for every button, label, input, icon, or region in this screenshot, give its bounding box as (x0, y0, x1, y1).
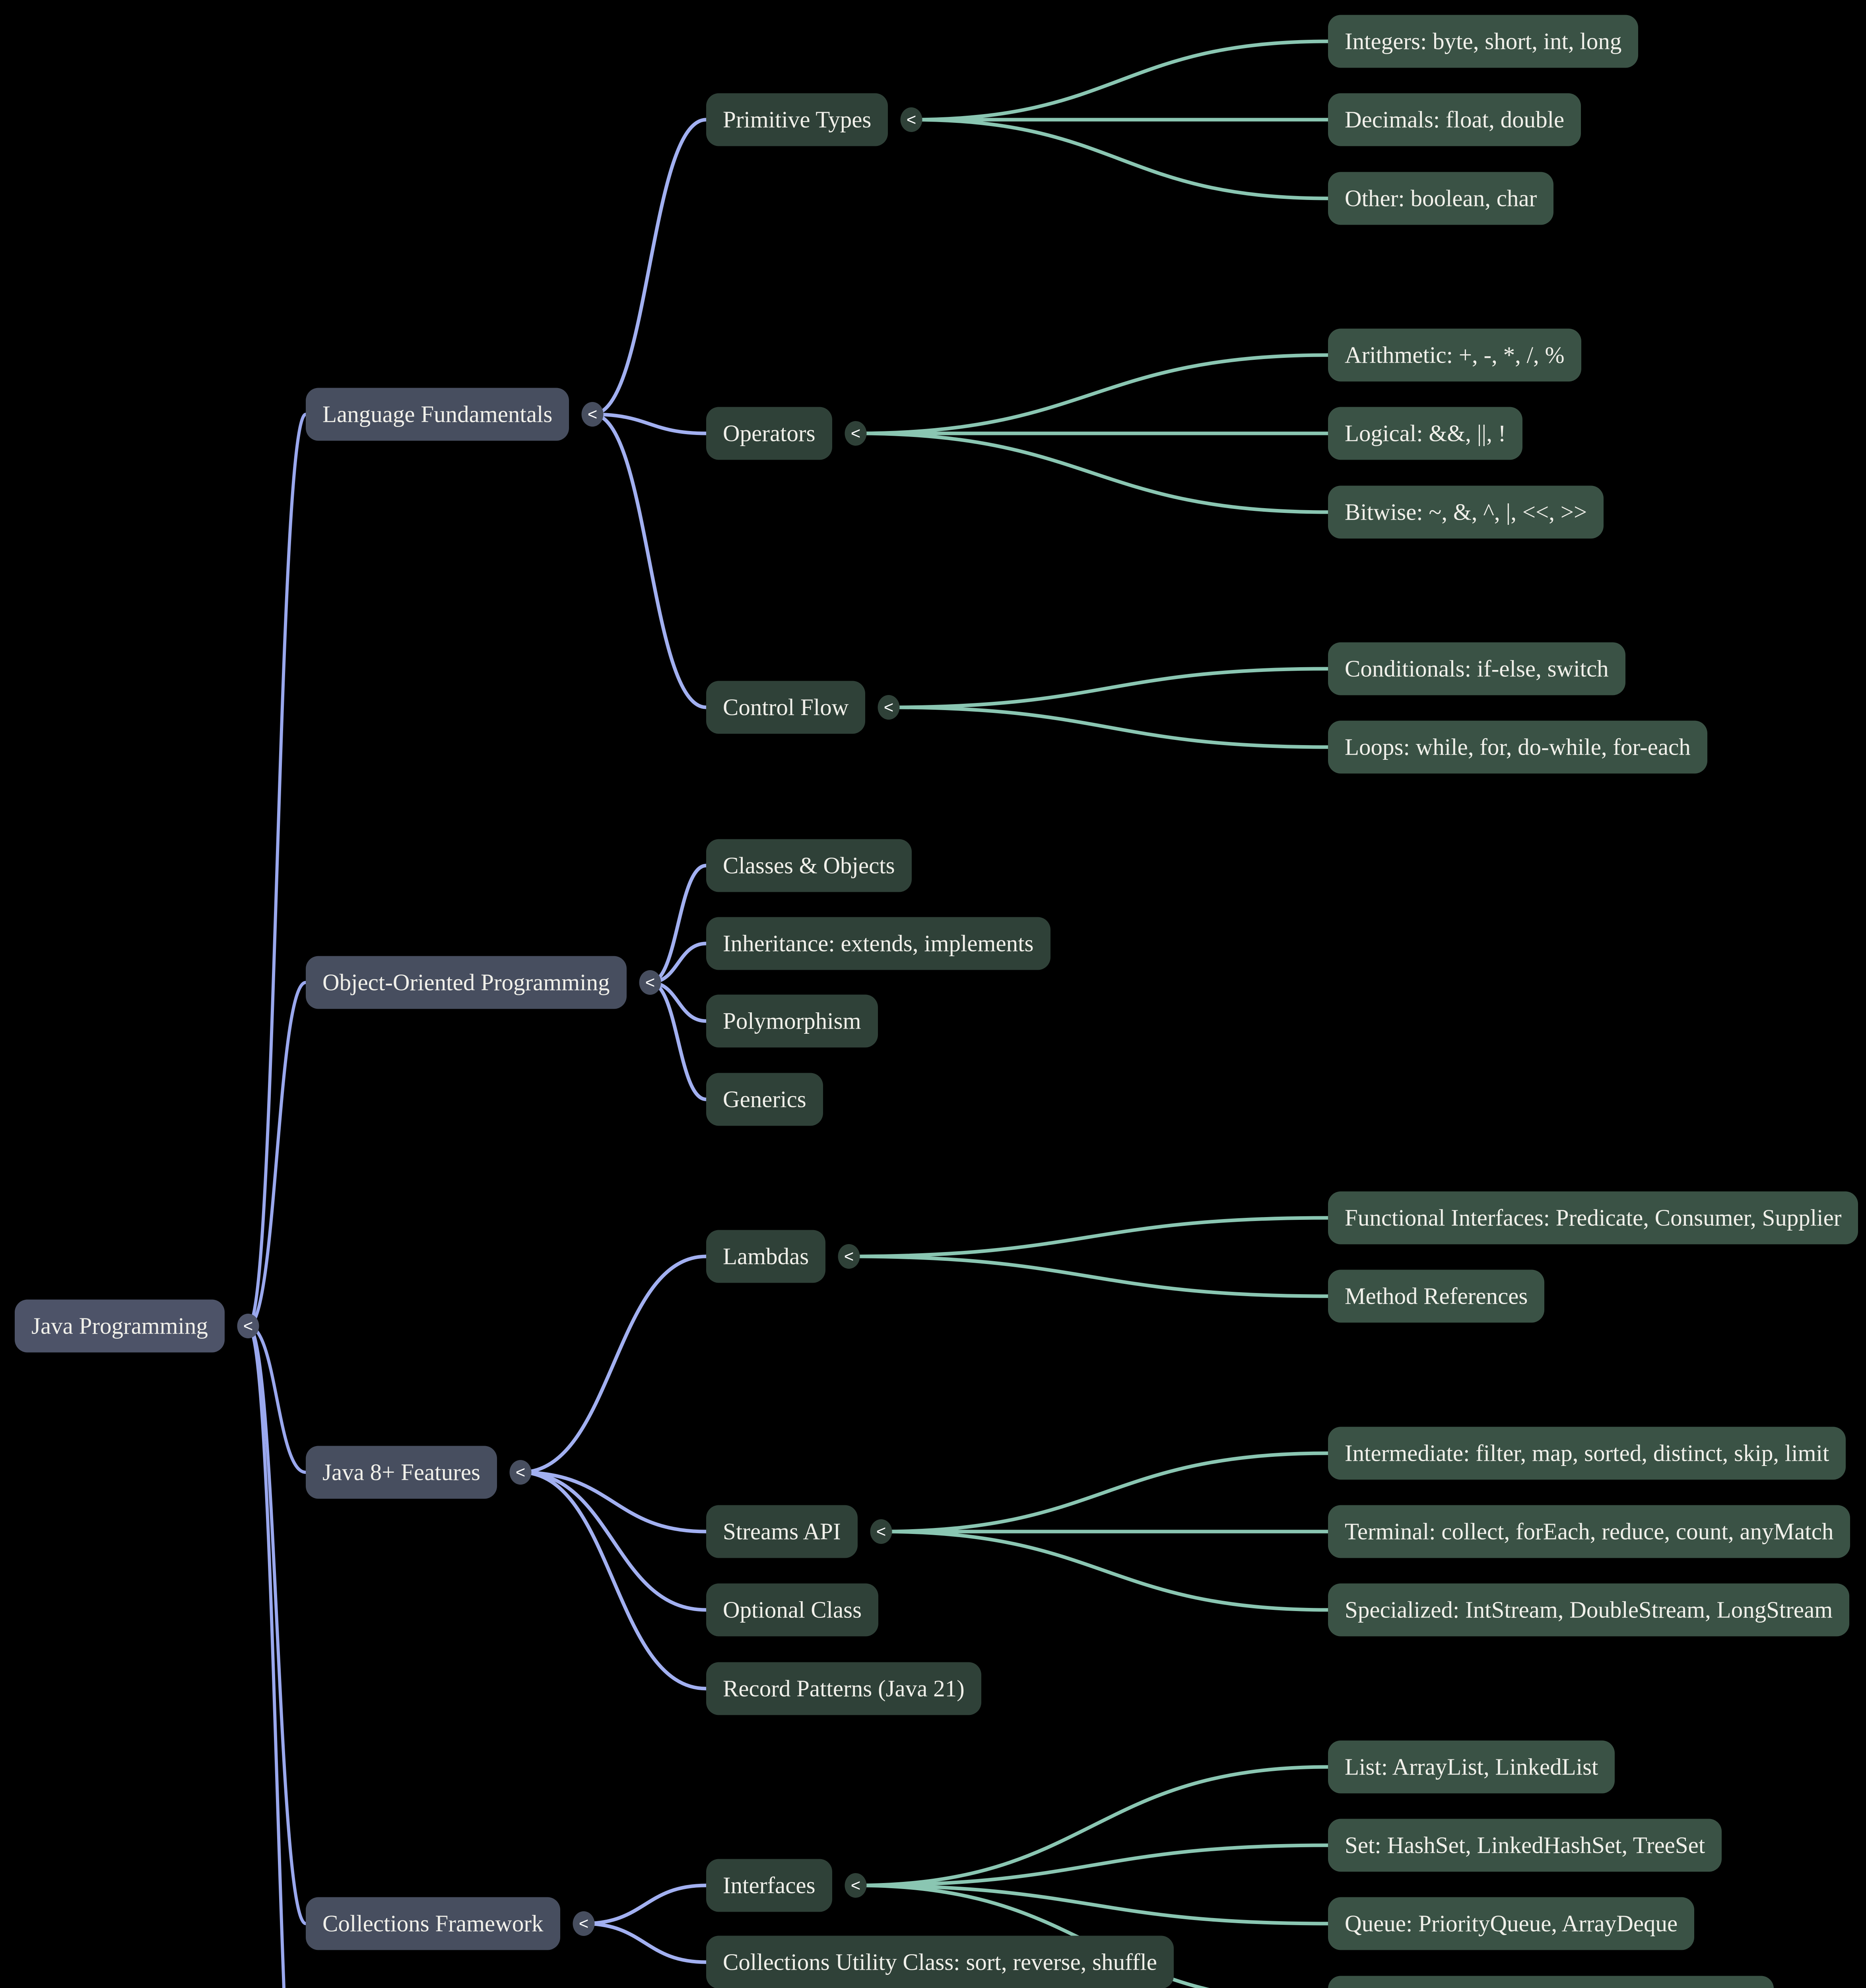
node-conditionals-if-else-switch: Conditionals: if-else, switch (1328, 642, 1625, 695)
link-other-boolean-char (909, 118, 1330, 200)
link-arithmetic (854, 353, 1330, 435)
link-list-arraylist-linkedlist (854, 1765, 1330, 1887)
collapse-toggle-interfaces[interactable]: < (845, 1873, 867, 1898)
node-map-hashmap-treemap-linkedhashmap: Map: HashMap, TreeMap, LinkedHashMap (1328, 1976, 1774, 1988)
link-loops-while-for-do-while-for-each (887, 705, 1330, 749)
link-optional-class (518, 1470, 708, 1612)
node-primitive-types: Primitive Types (706, 93, 888, 146)
node-java-programming: Java Programming (15, 1299, 225, 1353)
node-operators: Operators (706, 407, 832, 460)
node-logical: Logical: &&, ||, ! (1328, 407, 1523, 460)
node-inheritance-extends-implements: Inheritance: extends, implements (706, 917, 1050, 970)
node-object-oriented-programming: Object-Oriented Programming (306, 956, 627, 1009)
node-integers-byte-short-int-long: Integers: byte, short, int, long (1328, 15, 1639, 68)
node-queue-priorityqueue-arraydeque: Queue: PriorityQueue, ArrayDeque (1328, 1897, 1695, 1950)
node-language-fundamentals: Language Fundamentals (306, 388, 569, 441)
link-method-references (847, 1254, 1330, 1298)
link-intermediate-filter-map-sorted-distinct-skip-limit (879, 1451, 1330, 1534)
node-collections-utility-class-sort-reverse-shuffle: Collections Utility Class: sort, reverse… (706, 1936, 1174, 1988)
link-conditionals-if-else-switch (887, 667, 1330, 709)
node-record-patterns-java-21: Record Patterns (Java 21) (706, 1662, 981, 1715)
collapse-toggle-java-programming[interactable]: < (237, 1314, 259, 1338)
link-streams-api (518, 1470, 708, 1534)
link-generics (648, 980, 708, 1101)
link-collections-framework (247, 1324, 307, 1925)
node-other-boolean-char: Other: boolean, char (1328, 172, 1554, 225)
link-functional-interfaces-predicate-consumer-supplier (847, 1216, 1330, 1258)
node-generics: Generics (706, 1073, 823, 1126)
node-interfaces: Interfaces (706, 1859, 832, 1912)
node-bitwise: Bitwise: ~, &, ^, |, <<, >> (1328, 485, 1604, 539)
node-classes-objects: Classes & Objects (706, 839, 912, 892)
node-method-references: Method References (1328, 1270, 1545, 1323)
link-java-8-features (247, 1324, 307, 1474)
link-lambdas (518, 1254, 708, 1474)
node-streams-api: Streams API (706, 1505, 858, 1558)
node-functional-interfaces-predicate-consumer-supplier: Functional Interfaces: Predicate, Consum… (1328, 1191, 1858, 1244)
link-build-concurrency (247, 1324, 286, 1988)
node-collections-framework: Collections Framework (306, 1897, 560, 1950)
node-set-hashset-linkedhashset-treeset: Set: HashSet, LinkedHashSet, TreeSet (1328, 1819, 1722, 1872)
link-set-hashset-linkedhashset-treeset (854, 1843, 1330, 1887)
collapse-toggle-primitive-types[interactable]: < (900, 107, 922, 132)
node-optional-class: Optional Class (706, 1583, 879, 1637)
link-operators (590, 412, 708, 435)
collapse-toggle-object-oriented-programming[interactable]: < (639, 970, 661, 995)
link-primitive-types (590, 118, 708, 416)
link-collections-utility-class-sort-reverse-shuffle (582, 1922, 708, 1964)
link-specialized-intstream-doublestream-longstream (879, 1530, 1330, 1612)
node-terminal-collect-foreach-reduce-count-anymatch: Terminal: collect, forEach, reduce, coun… (1328, 1505, 1850, 1558)
link-interfaces (582, 1883, 708, 1926)
node-java-8-features: Java 8+ Features (306, 1446, 497, 1499)
collapse-toggle-control-flow[interactable]: < (878, 695, 900, 720)
link-classes-objects (648, 864, 708, 984)
collapse-toggle-streams-api[interactable]: < (870, 1519, 892, 1544)
link-control-flow (590, 412, 708, 709)
node-lambdas: Lambdas (706, 1230, 826, 1283)
node-specialized-intstream-doublestream-longstream: Specialized: IntStream, DoubleStream, Lo… (1328, 1583, 1850, 1637)
node-polymorphism: Polymorphism (706, 994, 878, 1048)
collapse-toggle-language-fundamentals[interactable]: < (581, 402, 604, 427)
node-intermediate-filter-map-sorted-distinct-skip-limit: Intermediate: filter, map, sorted, disti… (1328, 1427, 1846, 1480)
link-integers-byte-short-int-long (909, 39, 1330, 122)
link-bitwise (854, 431, 1330, 514)
collapse-toggle-collections-framework[interactable]: < (573, 1911, 595, 1936)
collapse-toggle-lambdas[interactable]: < (838, 1244, 860, 1269)
node-control-flow: Control Flow (706, 681, 866, 734)
collapse-toggle-java-8-features[interactable]: < (509, 1460, 532, 1485)
collapse-toggle-operators[interactable]: < (845, 421, 867, 446)
node-arithmetic: Arithmetic: +, -, *, /, % (1328, 328, 1581, 382)
link-language-fundamentals (247, 413, 307, 1328)
link-queue-priorityqueue-arraydeque (854, 1883, 1330, 1926)
link-record-patterns-java-21 (518, 1470, 708, 1691)
link-object-oriented-programming (247, 981, 307, 1328)
node-loops-while-for-do-while-for-each: Loops: while, for, do-while, for-each (1328, 720, 1707, 774)
node-list-arraylist-linkedlist: List: ArrayList, LinkedList (1328, 1740, 1615, 1794)
node-decimals-float-double: Decimals: float, double (1328, 93, 1581, 146)
